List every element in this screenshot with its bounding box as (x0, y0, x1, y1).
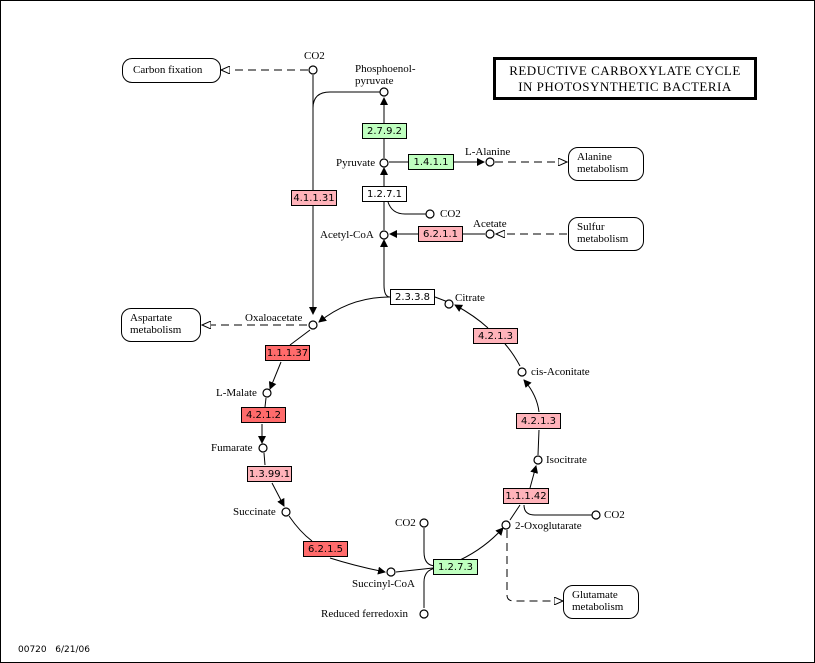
enzyme-4-1-1-31[interactable]: 4.1.1.31 (291, 190, 337, 206)
enzyme-6-2-1-5[interactable]: 6.2.1.5 (303, 541, 348, 557)
label-l-malate[interactable]: L-Malate (216, 387, 257, 399)
label-reduced-ferredoxin[interactable]: Reduced ferredoxin (321, 608, 409, 620)
edge-1271-co2 (387, 201, 426, 215)
edge-4213b-to-cisaconitate (523, 379, 540, 413)
map-aspartate-metabolism[interactable]: Aspartate metabolism (121, 308, 201, 342)
pathway-title: REDUCTIVE CARBOXYLATE CYCLE IN PHOTOSYNT… (493, 57, 757, 100)
compound-node-oxoglutarate (501, 520, 511, 530)
edge-succinate-to-6215 (288, 515, 313, 542)
map-aspartate-label-2: metabolism (130, 324, 182, 336)
compound-node-citrate (444, 299, 454, 309)
enzyme-1-1-1-37[interactable]: 1.1.1.37 (265, 345, 310, 361)
compound-node-co2-top (308, 65, 318, 75)
label-isocitrate[interactable]: Isocitrate (546, 454, 587, 466)
compound-node-succinylcoa (386, 567, 396, 577)
label-succinate[interactable]: Succinate (233, 506, 276, 518)
label-co2-top[interactable]: CO2 (304, 50, 325, 62)
edge-4213a-to-citrate (454, 304, 489, 329)
label-pep-2[interactable]: pyruvate (355, 75, 394, 87)
label-pyruvate[interactable]: Pyruvate (336, 157, 376, 169)
map-id: 00720 (18, 645, 47, 655)
label-cis-aconitate[interactable]: cis-Aconitate (531, 366, 590, 378)
edge-11142-to-isocitrate (529, 465, 539, 489)
enzyme-4-2-1-3-b[interactable]: 4.2.1.3 (516, 413, 561, 429)
edge-1273-to-oxoglutarate (459, 527, 504, 561)
map-glutamate-label-2: metabolism (572, 601, 624, 613)
map-glutamate-label-1: Glutamate (572, 589, 618, 601)
compound-node-co2-sc (419, 518, 429, 528)
edge-fumarate-to-13991 (263, 452, 266, 466)
enzyme-1-3-99-1[interactable]: 1.3.99.1 (247, 466, 292, 482)
label-succinyl-coa[interactable]: Succinyl-CoA (352, 578, 415, 590)
map-sulfur-metabolism[interactable]: Sulfur metabolism (568, 217, 644, 251)
enzyme-4-2-1-2[interactable]: 4.2.1.2 (241, 407, 286, 423)
enzyme-1-4-1-1[interactable]: 1.4.1.1 (408, 154, 454, 170)
map-alanine-label-1: Alanine (577, 151, 612, 163)
label-acetate[interactable]: Acetate (473, 218, 507, 230)
map-carbon-fixation[interactable]: Carbon fixation (122, 58, 221, 83)
compound-node-oxaloacetate (308, 320, 318, 330)
label-pep-1[interactable]: Phosphoenol- (355, 63, 416, 75)
enzyme-1-2-7-3[interactable]: 1.2.7.3 (433, 559, 478, 575)
compound-node-co2-oxo (591, 510, 601, 520)
enzyme-4-2-1-3-a[interactable]: 4.2.1.3 (473, 328, 518, 344)
label-citrate[interactable]: Citrate (455, 292, 485, 304)
map-alanine-label-2: metabolism (577, 163, 629, 175)
label-fumarate[interactable]: Fumarate (211, 442, 253, 454)
edge-11142-co2 (523, 504, 592, 516)
map-date: 6/21/06 (55, 645, 90, 655)
compound-node-alanine (485, 157, 495, 167)
edge-13991-to-succinate (271, 482, 285, 507)
label-co2-mid[interactable]: CO2 (440, 208, 461, 220)
edge-cisaconitate-to-4213a (504, 343, 521, 367)
compound-node-isocitrate (533, 455, 543, 465)
map-aspartate-label-1: Aspartate (130, 312, 173, 324)
enzyme-2-3-3-8[interactable]: 2.3.3.8 (390, 289, 435, 305)
map-carbon-fixation-label: Carbon fixation (133, 64, 203, 76)
title-line-1: REDUCTIVE CARBOXYLATE CYCLE (509, 63, 741, 78)
edge-oxaloacetate-to-malate (289, 329, 311, 346)
edge-6215-to-succinylcoa (329, 557, 386, 575)
label-2-oxoglutarate[interactable]: 2-Oxoglutarate (515, 520, 582, 532)
enzyme-2-7-9-2[interactable]: 2.7.9.2 (362, 123, 407, 139)
label-l-alanine[interactable]: L-Alanine (465, 146, 511, 158)
label-co2-sc[interactable]: CO2 (395, 517, 416, 529)
enzyme-1-1-1-42[interactable]: 1.1.1.42 (503, 488, 549, 504)
compound-node-acetate (485, 229, 495, 239)
map-sulfur-label-2: metabolism (577, 233, 629, 245)
compound-node-ferredoxin (419, 609, 429, 619)
label-co2-oxo[interactable]: CO2 (604, 509, 625, 521)
edge-oxoglutarate-to-11142 (509, 504, 521, 521)
compound-node-pyruvate (379, 158, 389, 168)
edge-oxoglutarate-to-glutamate (506, 530, 563, 601)
compound-node-succinate (281, 507, 291, 517)
map-sulfur-label-1: Sulfur (577, 221, 605, 233)
compound-node-cisaconitate (517, 367, 527, 377)
map-footer: 00720 6/21/06 (18, 645, 90, 655)
compound-node-pep (379, 87, 389, 97)
compound-node-fumarate (258, 443, 268, 453)
map-alanine-metabolism[interactable]: Alanine metabolism (568, 147, 644, 181)
compound-node-malate (262, 388, 272, 398)
map-glutamate-metabolism[interactable]: Glutamate metabolism (563, 585, 639, 619)
edge-isocitrate-to-4213b (537, 429, 540, 456)
enzyme-6-2-1-1[interactable]: 6.2.1.1 (418, 226, 463, 242)
compound-node-co2-mid (425, 209, 435, 219)
title-line-2: IN PHOTOSYNTHETIC BACTERIA (518, 79, 732, 94)
label-oxaloacetate[interactable]: Oxaloacetate (245, 312, 303, 324)
compound-node-acetylcoa (379, 230, 389, 240)
enzyme-1-2-7-1[interactable]: 1.2.7.1 (362, 186, 407, 202)
label-acetyl-coa[interactable]: Acetyl-CoA (320, 229, 374, 241)
edge-malate-to-4212 (264, 397, 267, 408)
edge-succinylcoa-to-1273 (395, 567, 434, 573)
edge-1.1.1.37-to-malate (268, 361, 282, 390)
edge-branch-pep (312, 91, 384, 109)
edge-2338-to-oxaloacetate (318, 296, 391, 323)
